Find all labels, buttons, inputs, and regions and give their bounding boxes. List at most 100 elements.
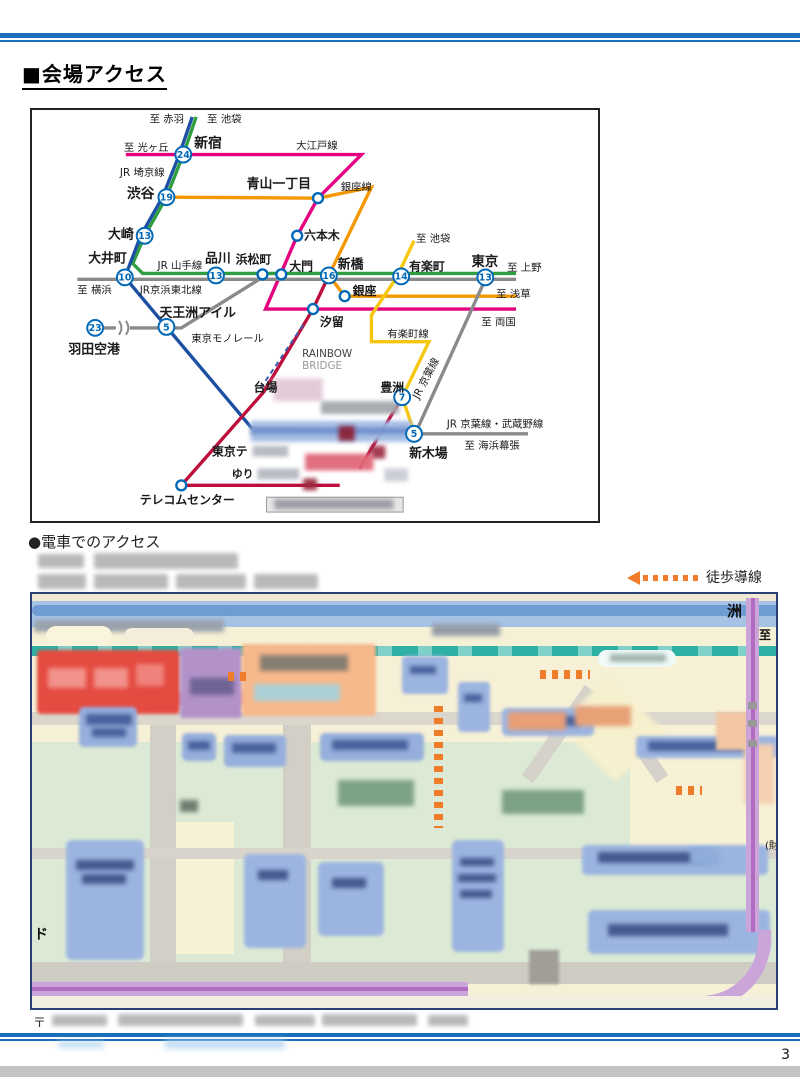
rail-label: JR 京葉線 — [409, 355, 442, 401]
map-patch — [232, 743, 276, 753]
station-minutes: 10 — [118, 273, 132, 284]
station-marker-numbered — [207, 266, 225, 285]
map-patch — [32, 962, 776, 984]
map-patch — [575, 706, 631, 726]
rail-blur-patch — [384, 468, 409, 482]
redacted-text-bar — [94, 553, 238, 569]
redacted-text-bar — [118, 1014, 243, 1026]
rail-label: BRIDGE — [302, 360, 342, 372]
rail-label: 浜松町 — [236, 253, 272, 267]
rail-label: 天王洲アイル — [160, 306, 237, 321]
map-patch — [32, 996, 776, 1008]
rail-label: 六本木 — [304, 229, 340, 243]
monorail-break-mark-2 — [125, 320, 130, 336]
monorail-break-mark-1 — [118, 320, 123, 336]
map-patch-dashH — [676, 786, 702, 795]
rail-label: 渋谷 — [127, 185, 155, 202]
station-marker-numbered — [392, 267, 411, 286]
map-patch — [748, 720, 757, 727]
rail-label: 東京モノレール — [191, 332, 264, 345]
map-patch — [86, 714, 132, 725]
bottom-rule-thin — [0, 1039, 800, 1041]
station-minutes: 14 — [395, 272, 409, 283]
rail-blur-patch — [338, 425, 355, 441]
station-marker-numbered — [405, 424, 423, 443]
street-map-label: ド — [34, 927, 48, 943]
map-patch — [190, 678, 234, 695]
map-patch — [748, 740, 757, 747]
map-patch — [402, 656, 448, 694]
map-patch — [610, 654, 666, 662]
address-postal-mark: 〒 — [33, 1016, 47, 1031]
map-patch — [332, 740, 408, 750]
map-patch — [254, 684, 340, 701]
map-patch — [332, 878, 366, 888]
rail-blur-patch — [273, 378, 323, 402]
station-marker-numbered — [476, 268, 495, 287]
rail-blur-patch — [320, 401, 400, 415]
rail-label: JR 山手線 — [157, 259, 203, 272]
station-minutes: 24 — [177, 150, 191, 161]
rail-blur-patch — [274, 499, 394, 510]
map-patch — [458, 682, 490, 732]
rail-line-jr-keiyo-line — [414, 278, 487, 433]
top-rule-thick — [0, 33, 800, 38]
map-patch — [458, 874, 496, 882]
map-patch — [66, 840, 144, 960]
map-patch — [258, 870, 288, 880]
rail-label: 至 池袋 — [416, 232, 450, 245]
redacted-text-bar — [94, 574, 168, 589]
rail-blur-patch — [250, 427, 413, 434]
rail-label: JR京浜東北線 — [139, 284, 202, 297]
station-marker-numbered — [86, 318, 105, 337]
station-minutes: 13 — [479, 273, 492, 284]
station-marker — [256, 268, 269, 281]
redacted-text-bar — [38, 554, 84, 568]
redacted-text-bar — [255, 1015, 315, 1026]
map-patch — [529, 950, 559, 984]
station-minutes: 13 — [138, 231, 151, 242]
map-patch-dashH — [228, 672, 246, 681]
map-patch — [598, 852, 708, 863]
rail-label: 銀座 — [353, 284, 377, 298]
rail-label: ゆり — [232, 467, 254, 480]
redacted-text-bar — [38, 574, 86, 589]
map-patch — [502, 790, 584, 814]
redacted-text-bar — [58, 1041, 104, 1048]
rail-label: 至 赤羽 — [150, 113, 184, 125]
map-patch — [318, 862, 384, 936]
rail-label: 台場 — [254, 380, 278, 394]
map-patch — [124, 628, 194, 644]
map-patch — [460, 890, 492, 898]
page-title: ■会場アクセス — [22, 58, 167, 90]
street-map-label: 至 — [759, 628, 772, 642]
walk-route-label: 徒歩導線 — [706, 570, 762, 586]
station-minutes: 16 — [322, 271, 336, 282]
top-rule-thin — [0, 40, 800, 42]
map-patch — [79, 707, 137, 747]
map-patch — [338, 780, 414, 806]
street-map-label: (財 — [765, 841, 778, 852]
rail-label: 銀座線 — [341, 181, 372, 194]
rail-label: 豊洲 — [380, 380, 404, 394]
rail-label: 汐留 — [320, 315, 344, 329]
map-patch-dashV — [434, 706, 443, 828]
station-marker — [311, 192, 325, 205]
map-patch — [92, 728, 126, 737]
map-patch — [751, 598, 755, 932]
rail-line-rinkai-line — [122, 116, 412, 434]
station-marker-numbered — [115, 268, 134, 287]
rail-label: 大門 — [289, 259, 313, 273]
bottom-gray-band — [0, 1066, 800, 1077]
map-patch — [94, 668, 128, 688]
rail-label: 至 横浜 — [77, 284, 111, 297]
map-patch — [260, 655, 348, 671]
rail-blur-patch — [303, 478, 317, 491]
page-number: 3 — [781, 1047, 790, 1063]
station-minutes: 5 — [411, 429, 418, 440]
redacted-text-bar — [428, 1015, 468, 1026]
redacted-text-bar — [52, 1015, 107, 1026]
map-patch — [32, 987, 468, 991]
rail-label: JR 埼京線 — [119, 166, 165, 179]
